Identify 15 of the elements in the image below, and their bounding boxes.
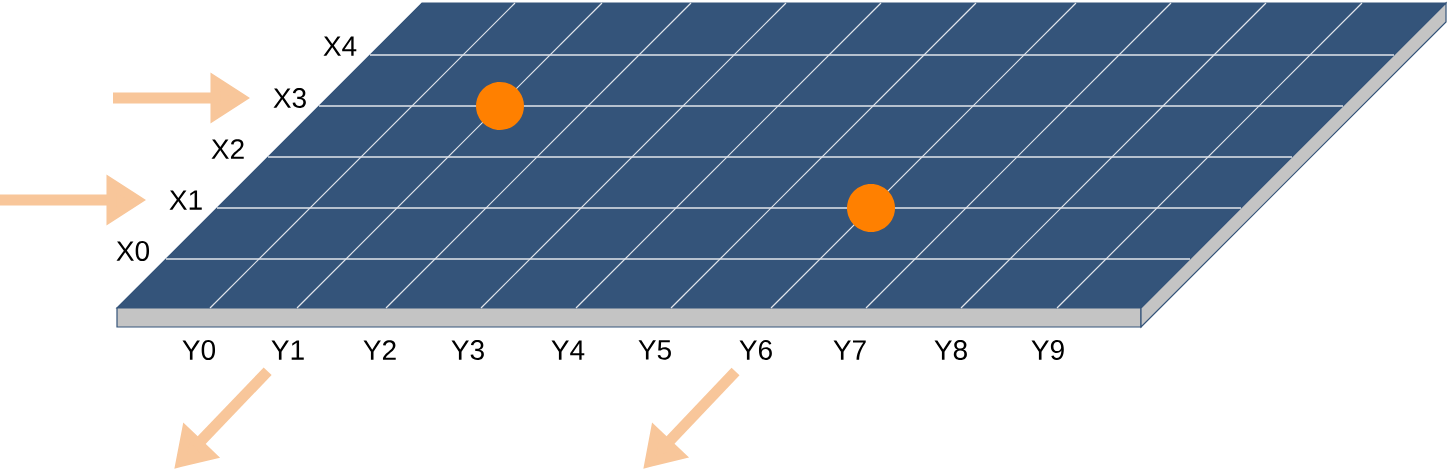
row-label: X0	[116, 241, 150, 261]
column-label: Y7	[833, 340, 866, 360]
column-label: Y1	[271, 340, 304, 360]
row-label: X3	[273, 88, 306, 108]
column-label: Y6	[739, 340, 772, 360]
column-label: Y8	[934, 340, 967, 360]
row-label: X1	[169, 190, 202, 210]
column-label: Y0	[182, 340, 216, 360]
column-label: Y3	[451, 340, 484, 360]
column-label: Y5	[638, 340, 671, 360]
column-label: Y9	[1031, 340, 1064, 360]
column-label: Y4	[551, 340, 585, 360]
column-label: Y2	[363, 340, 396, 360]
row-label: X4	[323, 36, 357, 56]
row-label: X2	[211, 139, 244, 159]
